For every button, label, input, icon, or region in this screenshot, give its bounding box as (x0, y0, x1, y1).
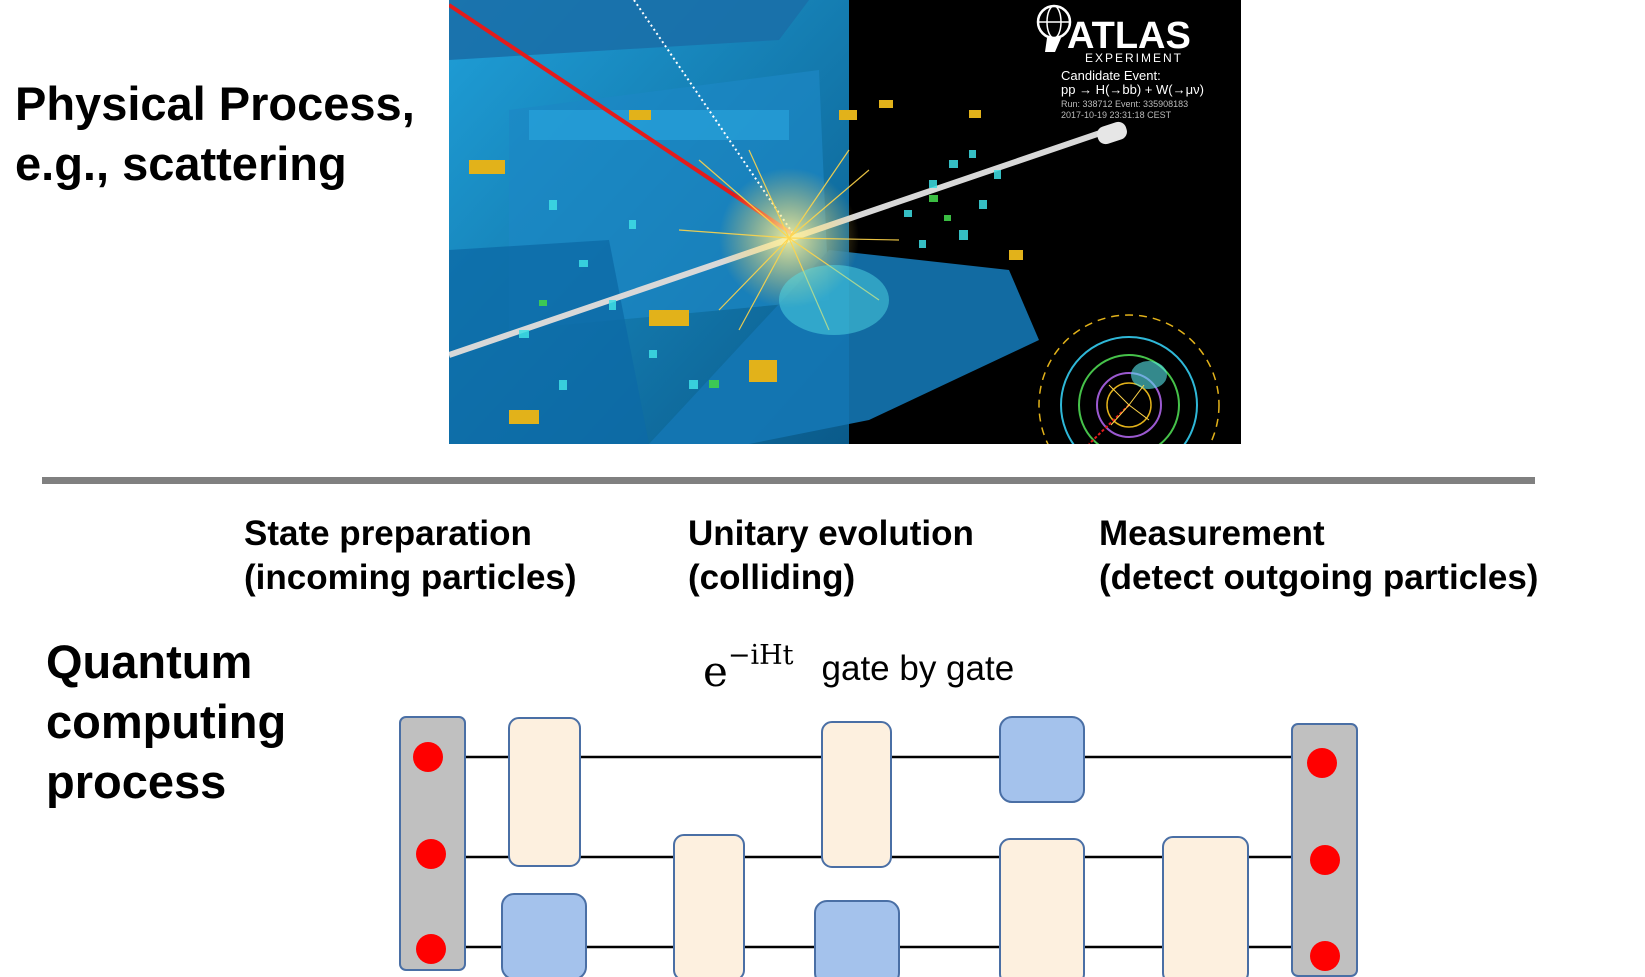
atlas-logo-subtext: EXPERIMENT (1085, 51, 1183, 65)
quantum-title-line3: process (46, 755, 227, 808)
event-caption-line4: 2017-10-19 23:31:18 CEST (1061, 110, 1172, 120)
quantum-title-line2: computing (46, 695, 287, 748)
single-qubit-gate (999, 716, 1085, 803)
single-qubit-gate (814, 900, 900, 977)
atlas-logo-icon (1036, 4, 1072, 52)
output-qubit-dot (1310, 941, 1340, 971)
quantum-computing-title: Quantum computing process (46, 632, 286, 812)
single-qubit-gate (501, 893, 587, 977)
stage-label-line2: (detect outgoing particles) (1099, 558, 1539, 597)
input-qubit-dot (416, 934, 446, 964)
event-caption-line1: Candidate Event: (1061, 68, 1161, 83)
formula-base: e (703, 647, 728, 696)
input-qubit-dot (416, 839, 446, 869)
time-evolution-formula: e−iHt gate by gate (703, 640, 1014, 696)
output-qubit-dot (1310, 845, 1340, 875)
two-qubit-gate (821, 721, 892, 868)
quantum-title-line1: Quantum (46, 635, 253, 688)
two-qubit-gate (508, 717, 581, 867)
stage-label-line1: Unitary evolution (688, 514, 974, 553)
stage-label-line2: (incoming particles) (244, 558, 577, 597)
formula-exponent: −iHt (727, 640, 794, 671)
output-qubit-dot (1307, 748, 1337, 778)
atlas-logo-text: ATLAS (1067, 15, 1191, 57)
detector-end-view-inset (1038, 314, 1220, 444)
stage-label-line1: State preparation (244, 514, 532, 553)
stage-state-preparation: State preparation (incoming particles) (244, 512, 577, 600)
stage-label-line1: Measurement (1099, 514, 1325, 553)
two-qubit-gate (999, 838, 1085, 977)
physical-process-title-line2: e.g., scattering (15, 137, 347, 190)
section-divider (42, 477, 1535, 484)
formula-suffix: gate by gate (821, 649, 1015, 688)
stage-label-line2: (colliding) (688, 558, 856, 597)
atlas-event-illustration: ATLAS EXPERIMENT Candidate Event: pp → H… (449, 0, 1220, 444)
stage-measurement: Measurement (detect outgoing particles) (1099, 512, 1538, 600)
two-qubit-gate (1162, 836, 1249, 977)
atlas-event-display: ATLAS EXPERIMENT Candidate Event: pp → H… (449, 0, 1241, 444)
two-qubit-gate (673, 834, 745, 977)
event-caption-line3: Run: 338712 Event: 335908183 (1061, 99, 1188, 109)
event-caption-line2: pp → H(→bb) + W(→μν) (1061, 82, 1204, 97)
physical-process-title: Physical Process, e.g., scattering (15, 74, 415, 194)
stage-unitary-evolution: Unitary evolution (colliding) (688, 512, 974, 600)
input-qubit-dot (413, 742, 443, 772)
physical-process-title-line1: Physical Process, (15, 77, 415, 130)
